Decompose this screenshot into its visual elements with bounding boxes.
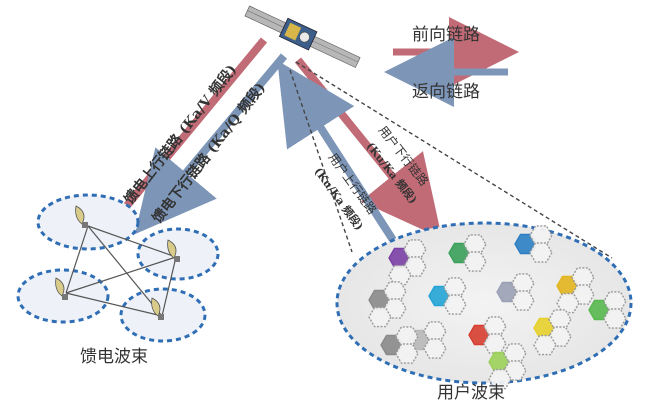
hex-cell-cluster xyxy=(468,316,507,354)
hex-cell xyxy=(529,242,553,263)
hex-cell xyxy=(511,290,535,311)
dish-antenna-icon xyxy=(167,239,180,262)
hex-cell-cluster xyxy=(388,239,427,286)
hex-cell xyxy=(533,334,557,356)
feeder-beam-label: 馈电波束 xyxy=(80,347,148,367)
coverage-cone-right xyxy=(295,61,613,259)
return-link-label: 返向链路 xyxy=(412,82,480,102)
hex-cell-cluster xyxy=(533,309,572,356)
hex-cell xyxy=(443,294,467,315)
hex-cell xyxy=(368,306,392,328)
satellite-icon xyxy=(244,5,361,68)
feeder-downlink-beam xyxy=(134,53,288,235)
hex-cell xyxy=(388,264,412,286)
hex-cell-cluster xyxy=(448,234,487,272)
hex-cell-cluster xyxy=(380,326,419,364)
hex-cell xyxy=(463,251,487,272)
hex-cell-cluster xyxy=(488,343,527,390)
forward-link-label: 前向链路 xyxy=(412,25,480,45)
hex-cell-cluster xyxy=(368,281,407,328)
dish-antenna-icon xyxy=(75,205,88,228)
feeder-beam-group xyxy=(16,193,220,343)
user-beam-group xyxy=(335,221,633,390)
hex-cell xyxy=(603,308,627,329)
dish-antenna-icon xyxy=(151,297,164,320)
feeder-beam-ellipse xyxy=(136,227,220,281)
hex-cell-cluster xyxy=(428,277,467,315)
hex-cell xyxy=(556,292,580,314)
hex-cell-cluster xyxy=(588,291,627,329)
hex-cell-cluster xyxy=(556,267,595,314)
dish-antenna-icon xyxy=(55,277,68,300)
user-uplink-beam xyxy=(277,60,397,243)
ground-station-links xyxy=(65,225,177,317)
hex-cell xyxy=(488,368,512,390)
hex-cell-cluster xyxy=(514,225,553,263)
user-beam-label: 用户波束 xyxy=(437,383,505,403)
hex-cell xyxy=(395,343,419,364)
hex-cell xyxy=(423,338,447,359)
hex-cell-cluster xyxy=(496,273,535,311)
user-beam-cells xyxy=(368,225,627,390)
